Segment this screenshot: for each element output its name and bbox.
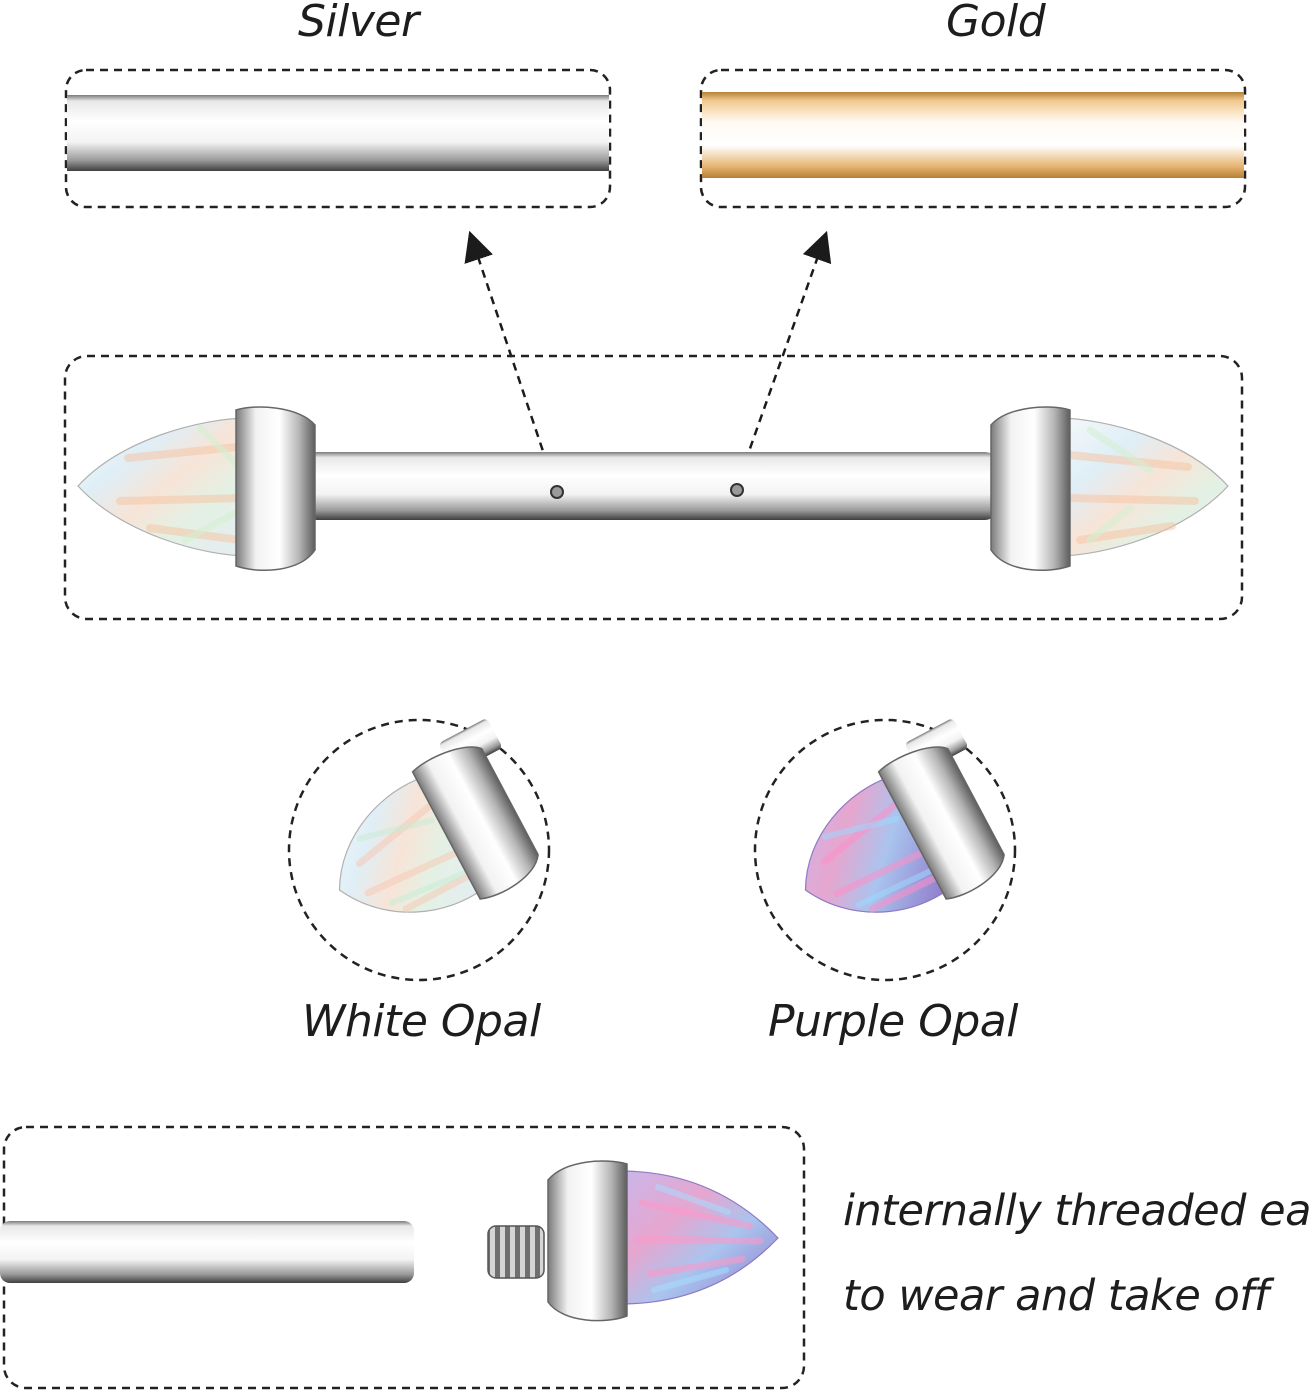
white-opal-detail-frame [287, 718, 551, 982]
right-white-opal-tip [1055, 417, 1229, 557]
barbell-frame [63, 354, 1244, 621]
detached-cap [547, 1160, 628, 1322]
purple-opal-label: Purple Opal [768, 996, 1018, 1047]
barbell-shaft [305, 452, 997, 520]
white-opal-label: White Opal [302, 996, 541, 1047]
gold-label: Gold [946, 0, 1046, 47]
purple-opal-detail-frame [753, 718, 1017, 982]
silver-point-dot [550, 485, 564, 499]
left-cap [235, 406, 316, 571]
right-cap [990, 406, 1071, 571]
threading-caption-line-1: internally threaded easy [843, 1186, 1310, 1236]
silver-pointer-arrow [464, 230, 558, 491]
gold-pointer-arrow [734, 230, 832, 489]
purple-opal-detail [804, 719, 1005, 913]
gold-finish-frame [699, 68, 1247, 209]
threading-caption-line-2: to wear and take off [843, 1271, 1269, 1321]
threading-detail-frame [2, 1125, 806, 1390]
silver-finish-frame [64, 68, 612, 209]
silver-label: Silver [298, 0, 419, 47]
white-opal-detail [338, 719, 539, 913]
loose-shaft [0, 1221, 414, 1283]
gold-point-dot [730, 483, 744, 497]
gold-bar-swatch [702, 92, 1244, 178]
silver-bar-swatch [67, 95, 609, 171]
threaded-post [487, 1225, 545, 1279]
